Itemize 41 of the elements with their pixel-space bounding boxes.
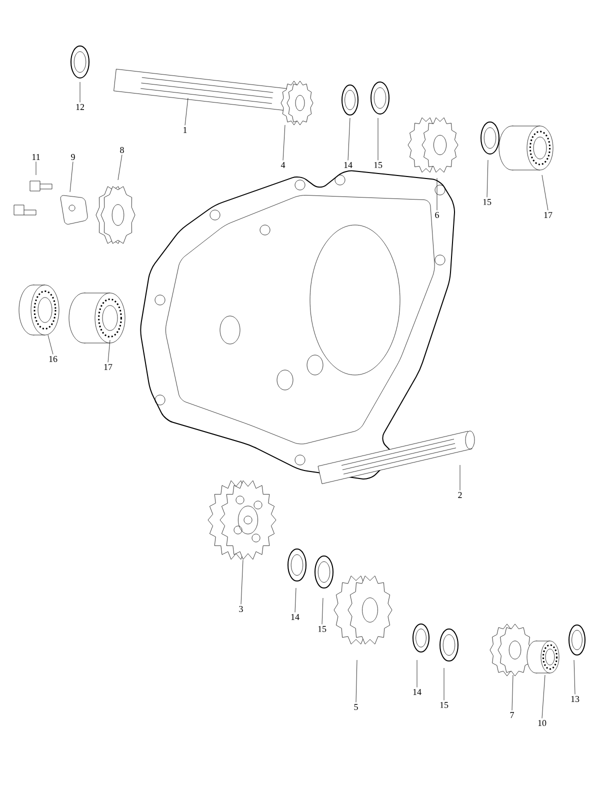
leader-line bbox=[486, 160, 488, 198]
callout-number: 17 bbox=[104, 364, 112, 370]
leader-line bbox=[574, 660, 576, 694]
leader-line bbox=[282, 124, 286, 161]
leader-line bbox=[108, 340, 110, 363]
callout-number: 15 bbox=[483, 198, 492, 206]
callout-number: 9 bbox=[71, 154, 75, 160]
callout-number: 15 bbox=[440, 702, 448, 708]
callout-number: 8 bbox=[120, 146, 124, 154]
callout-number: 13 bbox=[571, 696, 580, 702]
callout-number: 15 bbox=[318, 626, 326, 632]
leader-line bbox=[322, 598, 324, 624]
callout-number: 14 bbox=[413, 689, 422, 695]
leader-line bbox=[240, 560, 244, 604]
callout-number: 6 bbox=[435, 212, 439, 218]
callout-number: 16 bbox=[49, 356, 58, 362]
callout-number: 2 bbox=[458, 492, 462, 498]
leader-line bbox=[348, 118, 350, 161]
callout-number: 15 bbox=[374, 162, 382, 168]
leader-line bbox=[294, 588, 296, 613]
leader-line bbox=[184, 98, 188, 126]
callout-number: 11 bbox=[32, 154, 40, 160]
callout-number: 14 bbox=[291, 614, 300, 620]
callout-number: 4 bbox=[280, 162, 286, 168]
leader-line bbox=[436, 178, 438, 210]
callout-number: 3 bbox=[239, 606, 243, 612]
callout-number: 14 bbox=[344, 162, 352, 168]
leader-line bbox=[70, 162, 74, 192]
callout-number: 17 bbox=[544, 212, 552, 218]
leader-line bbox=[118, 154, 122, 180]
leader-line bbox=[542, 174, 548, 211]
callout-number: 12 bbox=[76, 104, 84, 110]
leader-line bbox=[356, 660, 358, 703]
leader-line bbox=[416, 660, 418, 688]
callout-number: 7 bbox=[510, 712, 514, 718]
leader-line bbox=[542, 674, 546, 718]
callout-number: 1 bbox=[184, 127, 187, 133]
callout-number: 10 bbox=[538, 720, 546, 726]
leader-line bbox=[512, 674, 514, 711]
callout-number: 5 bbox=[354, 704, 358, 710]
leader-line bbox=[48, 334, 54, 354]
